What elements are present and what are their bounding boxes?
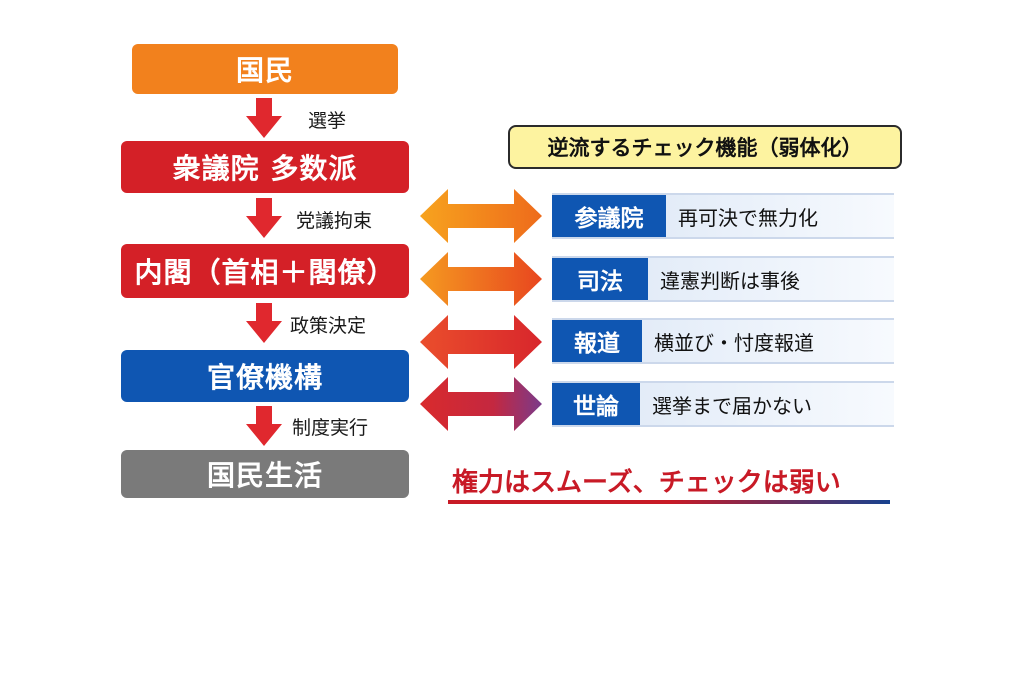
check-tag: 司法 <box>552 258 648 300</box>
down-arrow-icon <box>246 98 282 138</box>
check-row-judiciary: 司法 違憲判断は事後 <box>552 256 894 302</box>
summary-slogan: 権力はスムーズ、チェックは弱い <box>452 468 841 498</box>
link-label-party-discipline: 党議拘束 <box>296 210 373 232</box>
check-row-upper-house: 参議院 再可決で無力化 <box>552 193 894 239</box>
check-desc: 横並び・忖度報道 <box>642 320 894 362</box>
link-label-implementation: 制度実行 <box>292 417 369 439</box>
check-tag: 報道 <box>552 320 642 362</box>
link-label-policy-decision: 政策決定 <box>290 315 367 337</box>
flow-node-cabinet: 内閣（首相＋閣僚） <box>121 244 409 298</box>
flow-node-lower-house-majority: 衆議院 多数派 <box>121 141 409 193</box>
check-row-public-opinion: 世論 選挙まで届かない <box>552 381 894 427</box>
flow-node-citizens-life: 国民生活 <box>121 450 409 498</box>
double-arrow-icon <box>420 189 542 243</box>
check-tag: 参議院 <box>552 195 666 237</box>
check-desc: 選挙まで届かない <box>640 383 894 425</box>
check-row-media: 報道 横並び・忖度報道 <box>552 318 894 364</box>
link-label-election: 選挙 <box>308 110 347 132</box>
flow-node-citizens: 国民 <box>132 44 398 94</box>
down-arrow-icon <box>246 406 282 446</box>
double-arrow-icon <box>420 252 542 306</box>
check-desc: 違憲判断は事後 <box>648 258 894 300</box>
check-desc: 再可決で無力化 <box>666 195 894 237</box>
summary-underline <box>448 500 890 504</box>
down-arrow-icon <box>246 198 282 238</box>
down-arrow-icon <box>246 303 282 343</box>
double-arrow-icon <box>420 377 542 431</box>
checks-title: 逆流するチェック機能（弱体化） <box>508 125 902 169</box>
double-arrow-icon <box>420 315 542 369</box>
check-tag: 世論 <box>552 383 640 425</box>
flow-node-bureaucracy: 官僚機構 <box>121 350 409 402</box>
